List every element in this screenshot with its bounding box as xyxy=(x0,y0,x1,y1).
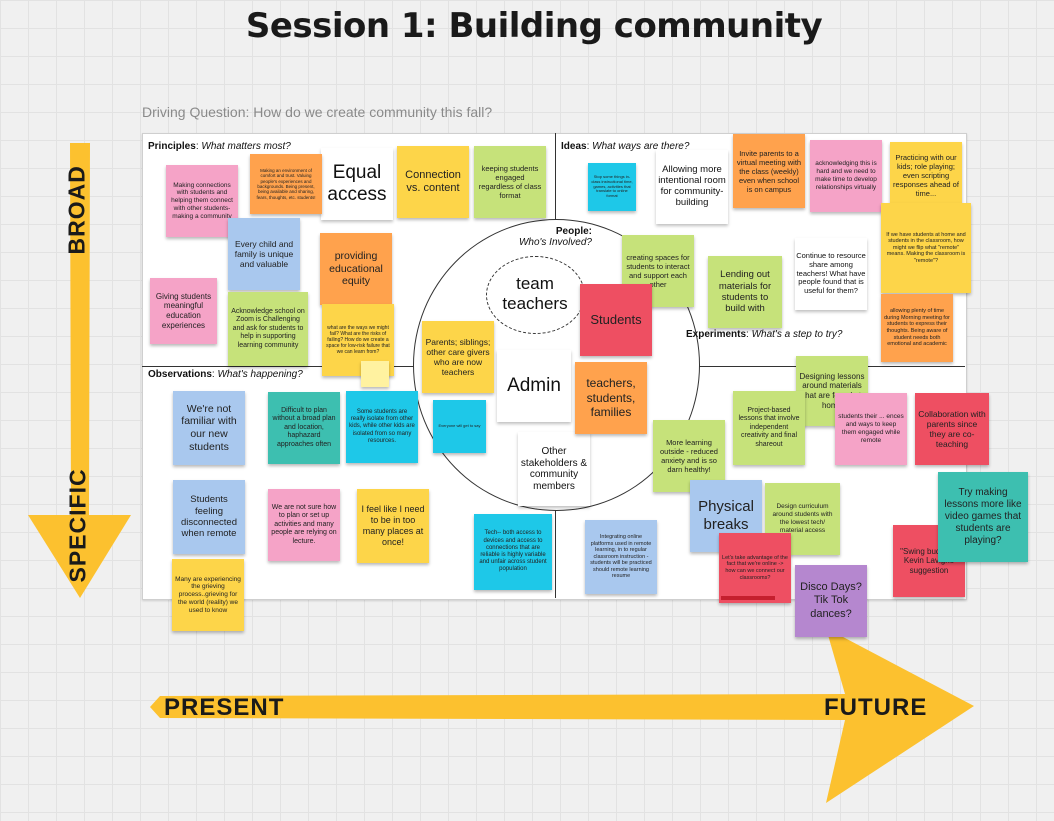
sticky-note[interactable]: Disco Days? Tik Tok dances? xyxy=(795,565,867,637)
sticky-note[interactable]: Let's take advantage of the fact that we… xyxy=(719,533,791,603)
vertical-arrow xyxy=(28,143,131,598)
team-teachers-text: team teachers xyxy=(502,274,568,313)
sticky-note[interactable]: Stop some things in-class instructional … xyxy=(588,163,636,211)
ideas-label: Ideas: What ways are there? xyxy=(561,141,690,152)
sticky-note[interactable]: Many are experiencing the grieving proce… xyxy=(172,559,244,631)
sticky-note[interactable]: Lending out materials for students to bu… xyxy=(708,256,782,328)
equal-access-note[interactable]: Equal access xyxy=(321,148,393,220)
sticky-note[interactable]: Making connections with students and hel… xyxy=(166,165,238,237)
sticky-note[interactable]: Try making lessons more like video games… xyxy=(938,472,1028,562)
sticky-note[interactable]: Students xyxy=(580,284,652,356)
sticky-note[interactable]: Collaboration with parents since they ar… xyxy=(915,393,989,465)
sticky-note[interactable]: providing educational equity xyxy=(320,233,392,305)
sticky-note[interactable]: Difficult to plan without a broad plan a… xyxy=(268,392,340,464)
sticky-note[interactable]: Practicing with our kids; role playing; … xyxy=(890,142,962,208)
sticky-note[interactable]: Integrating online platforms used in rem… xyxy=(585,520,657,594)
driving-question: Driving Question: How do we create commu… xyxy=(142,104,493,120)
principles-label: Principles: What matters most? xyxy=(148,141,291,152)
sticky-note[interactable]: acknowledging this is hard and we need t… xyxy=(810,140,882,212)
people-label: People:Who's Involved? xyxy=(518,226,592,248)
intentional-room-note[interactable]: Allowing more intentional room for commu… xyxy=(656,150,728,224)
small-blank-note[interactable] xyxy=(361,361,389,387)
specific-label: SPECIFIC xyxy=(64,468,91,583)
sticky-note[interactable]: Connection vs. content xyxy=(397,146,469,218)
sticky-note[interactable]: I feel like I need to be in too many pla… xyxy=(357,489,429,563)
sticky-note[interactable]: If we have students at home and students… xyxy=(881,203,971,293)
continue-share-note[interactable]: Continue to resource share among teacher… xyxy=(795,238,867,310)
sticky-note[interactable]: allowing plenty of time during Morning m… xyxy=(881,294,953,362)
sticky-note[interactable]: students their ... ences and ways to kee… xyxy=(835,393,907,465)
observations-label: Observations: What's happening? xyxy=(148,369,303,380)
admin-note[interactable]: Admin xyxy=(497,350,571,422)
sticky-note[interactable]: Some students are really isolate from ot… xyxy=(346,391,418,463)
red-highlight-bar xyxy=(721,596,775,600)
sticky-note[interactable]: Students feeling disconnected when remot… xyxy=(173,480,245,554)
future-label: FUTURE xyxy=(824,694,928,721)
sticky-note[interactable]: Acknowledge school on Zoom is Challengin… xyxy=(228,292,308,366)
horizontal-arrow xyxy=(150,628,974,803)
sticky-note[interactable]: Giving students meaningful education exp… xyxy=(150,278,217,344)
page-title: Session 1: Building community xyxy=(245,6,823,46)
broad-label: BROAD xyxy=(63,165,90,255)
other-stakeholders-note[interactable]: Other stakeholders & community members xyxy=(518,432,590,506)
sticky-note[interactable]: We're not familiar with our new students xyxy=(173,391,245,465)
sticky-note[interactable]: Tech-- both access to devices and access… xyxy=(474,514,552,590)
sticky-note[interactable]: Everyone will get to say xyxy=(433,400,486,453)
sticky-note[interactable]: keeping students engaged regardless of c… xyxy=(474,146,546,218)
sticky-note[interactable]: We are not sure how to plan or set up ac… xyxy=(268,489,340,561)
sticky-note[interactable]: teachers, students, families xyxy=(575,362,647,434)
sticky-note[interactable]: Project-based lessons that involve indep… xyxy=(733,391,805,465)
sticky-note[interactable]: Every child and family is unique and val… xyxy=(228,218,300,290)
experiments-label: Experiments: What's a step to try? xyxy=(686,329,843,340)
present-label: PRESENT xyxy=(164,694,285,721)
sticky-note[interactable]: Invite parents to a virtual meeting with… xyxy=(733,134,805,208)
sticky-note[interactable]: Making an environment of comfort and tru… xyxy=(250,154,322,214)
sticky-note[interactable]: Parents; siblings; other care givers who… xyxy=(422,321,494,393)
